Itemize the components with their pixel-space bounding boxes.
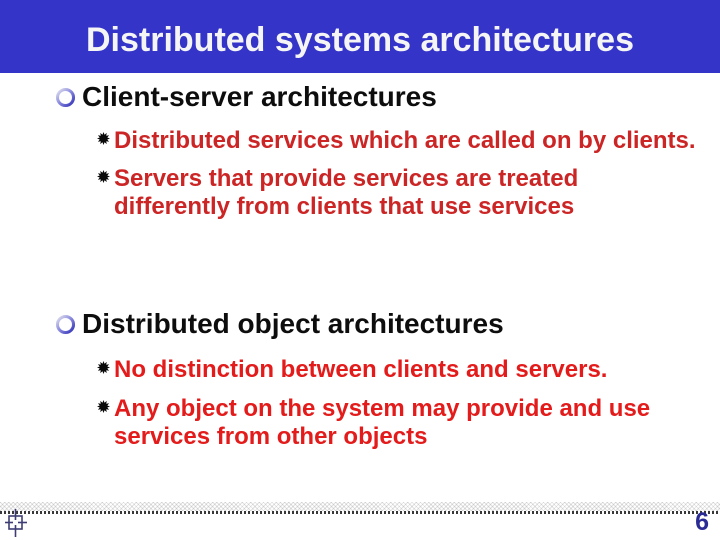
circle-bullet-icon (55, 87, 76, 107)
crosshair-icon (5, 509, 27, 537)
section-1-item-1: Distributed services which are called on… (114, 127, 696, 154)
section-2-heading: Distributed object architectures (82, 308, 504, 339)
section-1-heading: Client-server architectures (82, 81, 437, 112)
section-2-item-2-row: Any object on the system may provide and… (97, 395, 650, 451)
slide-title: Distributed systems architectures (86, 20, 634, 59)
footer-hatch-strip (0, 502, 720, 511)
section-1-item-2-row: Servers that provide services are treate… (97, 165, 578, 221)
section-2-item-2: Any object on the system may provide and… (114, 395, 651, 450)
section-1-item-1-row: Distributed services which are called on… (97, 127, 696, 155)
star-bullet-icon (97, 132, 110, 145)
section-2-item-1: No distinction between clients and serve… (114, 356, 608, 383)
page-number: 6 (695, 508, 709, 536)
circle-bullet-icon (55, 314, 76, 334)
section-2-heading-row: Distributed object architectures (55, 308, 504, 340)
section-1-heading-row: Client-server architectures (55, 81, 437, 113)
star-bullet-icon (97, 170, 110, 183)
section-1-item-2: Servers that provide services are treate… (114, 165, 579, 220)
footer-dotted-rule (0, 511, 720, 514)
star-bullet-icon (97, 400, 110, 413)
star-bullet-icon (97, 361, 110, 374)
section-2-item-1-row: No distinction between clients and serve… (97, 356, 607, 384)
title-bar: Distributed systems architectures (0, 0, 720, 73)
